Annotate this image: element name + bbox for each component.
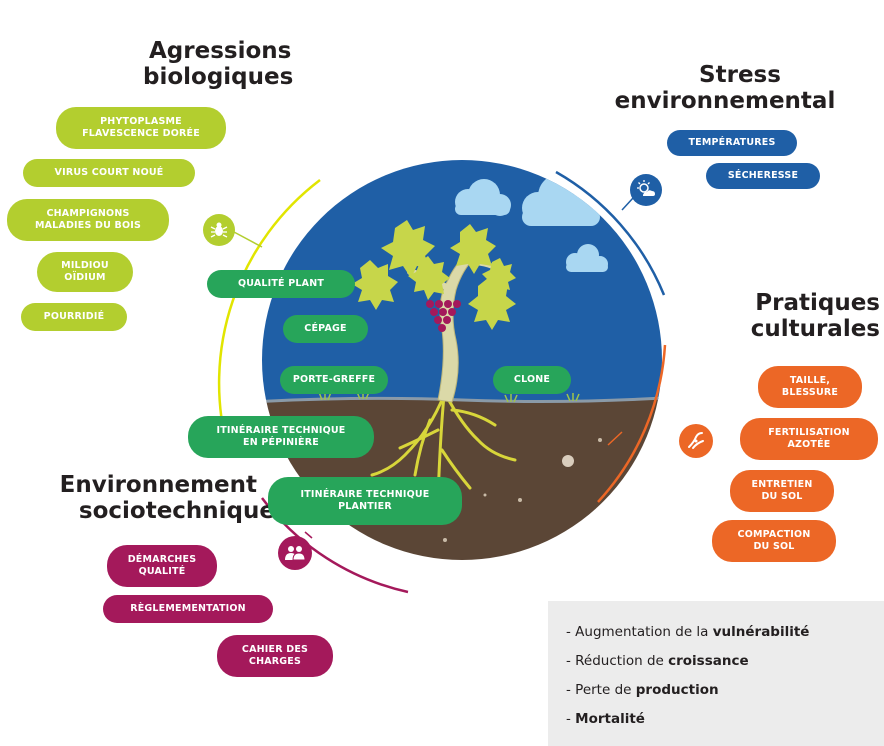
title-socio: Environnement sociotechnique bbox=[59, 472, 275, 524]
pill-mildiou: MILDIOU OÏDIUM bbox=[37, 252, 133, 292]
title-stress: Stress environnemental bbox=[614, 62, 836, 114]
pill-itineraire-plantier: ITINÉRAIRE TECHNIQUE PLANTIER bbox=[268, 477, 462, 525]
grape-cluster bbox=[426, 300, 461, 332]
consequence-item: - Mortalité bbox=[566, 711, 645, 727]
pill-compaction-sol: COMPACTION DU SOL bbox=[712, 520, 836, 562]
vine-roots bbox=[370, 393, 517, 502]
pill-demarches-qualite: DÉMARCHES QUALITÉ bbox=[107, 545, 217, 587]
pill-porte-greffe: PORTE-GREFFE bbox=[280, 366, 388, 394]
pill-phytoplasme: PHYTOPLASME FLAVESCENCE DORÉE bbox=[56, 107, 226, 149]
vine-leaves bbox=[352, 220, 516, 330]
pill-champignons: CHAMPIGNONS MALADIES DU BOIS bbox=[7, 199, 169, 241]
bug-icon bbox=[203, 214, 235, 246]
arc-bio bbox=[217, 179, 321, 451]
pill-pourridie: POURRIDIÉ bbox=[21, 303, 127, 331]
pill-secheresse: SÉCHERESSE bbox=[706, 163, 820, 189]
consequences-box: - Augmentation de la vulnérabilité - Réd… bbox=[548, 601, 884, 746]
pruning-shears-icon bbox=[679, 424, 713, 458]
pill-entretien-sol: ENTRETIEN DU SOL bbox=[730, 470, 834, 512]
cloud-icon bbox=[566, 244, 608, 272]
cloud-icon bbox=[455, 179, 511, 216]
pill-reglementation: RÈGLEMEMENTATION bbox=[103, 595, 273, 623]
pill-taille-blessure: TAILLE, BLESSURE bbox=[758, 366, 862, 408]
pill-fertilisation: FERTILISATION AZOTÉE bbox=[740, 418, 878, 460]
pill-qualite-plant: QUALITÉ PLANT bbox=[207, 270, 355, 298]
pill-temperatures: TEMPÉRATURES bbox=[667, 130, 797, 156]
pill-virus-court-noue: VIRUS COURT NOUÉ bbox=[23, 159, 195, 187]
title-bio: Agressions biologiques bbox=[143, 38, 294, 90]
consequence-item: - Réduction de croissance bbox=[566, 653, 749, 669]
consequence-item: - Augmentation de la vulnérabilité bbox=[566, 624, 810, 640]
pill-cahier-des-charges: CAHIER DES CHARGES bbox=[217, 635, 333, 677]
consequence-item: - Perte de production bbox=[566, 682, 719, 698]
title-pratiques: Pratiques culturales bbox=[750, 290, 880, 342]
pill-cepage: CÉPAGE bbox=[283, 315, 368, 343]
sun-cloud-icon bbox=[630, 174, 662, 206]
pill-itineraire-pepiniere: ITINÉRAIRE TECHNIQUE EN PÉPINIÈRE bbox=[188, 416, 374, 458]
arc-stress bbox=[555, 170, 666, 296]
people-icon bbox=[278, 536, 312, 570]
arc-pratiques bbox=[597, 344, 667, 503]
pill-clone: CLONE bbox=[493, 366, 571, 394]
